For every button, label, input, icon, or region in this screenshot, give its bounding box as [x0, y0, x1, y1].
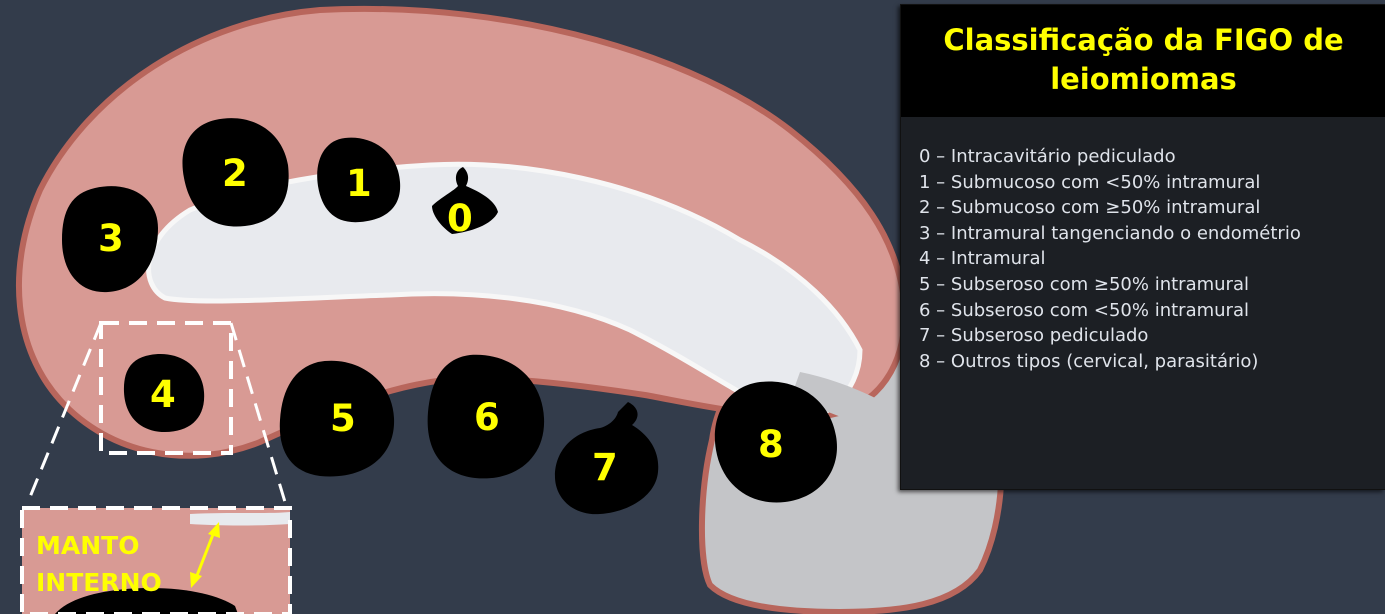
- inset-cavity: [190, 512, 290, 526]
- legend-item: 5 – Subseroso com ≥50% intramural: [919, 272, 1301, 298]
- fibroid-label-6: 6: [474, 396, 500, 439]
- fibroid-label-0: 0: [447, 197, 473, 240]
- legend-item: 1 – Submucoso com <50% intramural: [919, 170, 1301, 196]
- fibroid-label-8: 8: [758, 423, 784, 466]
- fibroid-label-1: 1: [346, 162, 372, 205]
- legend-item: 3 – Intramural tangenciando o endométrio: [919, 221, 1301, 247]
- inset-label-line1: MANTO: [36, 531, 139, 560]
- fibroid-label-5: 5: [330, 397, 356, 440]
- legend-item: 0 – Intracavitário pediculado: [919, 144, 1301, 170]
- legend-title-bar: Classificação da FIGO de leiomiomas: [901, 5, 1385, 118]
- legend-item: 8 – Outros tipos (cervical, parasitário): [919, 349, 1301, 375]
- legend-title: Classificação da FIGO de leiomiomas: [911, 21, 1376, 99]
- legend-item: 7 – Subseroso pediculado: [919, 323, 1301, 349]
- legend-list: 0 – Intracavitário pediculado 1 – Submuc…: [919, 144, 1301, 374]
- inset-zoom: MANTO INTERNO: [22, 508, 290, 614]
- inset-label-line2: INTERNO: [36, 568, 162, 597]
- fibroid-label-7: 7: [592, 446, 618, 489]
- fibroid-label-2: 2: [222, 152, 248, 195]
- legend-item: 6 – Subseroso com <50% intramural: [919, 298, 1301, 324]
- fibroid-label-3: 3: [98, 217, 124, 260]
- fibroid-label-4: 4: [150, 373, 176, 416]
- legend-item: 4 – Intramural: [919, 246, 1301, 272]
- legend-item: 2 – Submucoso com ≥50% intramural: [919, 195, 1301, 221]
